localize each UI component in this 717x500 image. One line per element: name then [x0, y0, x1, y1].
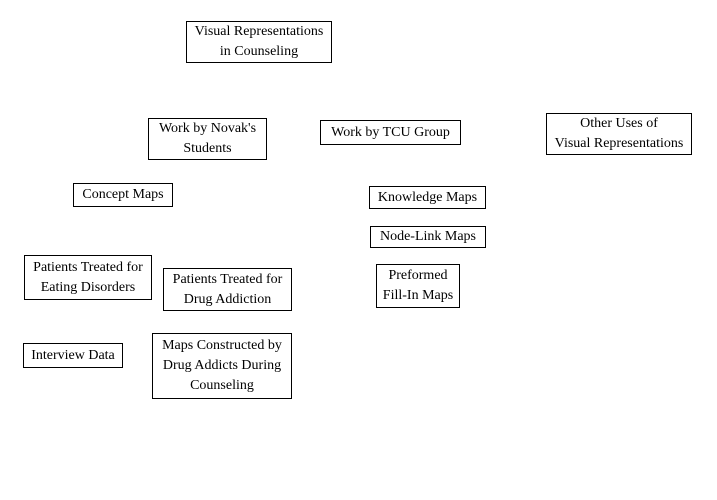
node-visual-representations: Visual Representations in Counseling [186, 21, 332, 63]
node-work-by-novaks-students: Work by Novak's Students [148, 118, 267, 160]
node-interview-data: Interview Data [23, 343, 123, 368]
node-preformed-fill-in-maps: Preformed Fill-In Maps [376, 264, 460, 308]
node-maps-constructed-by-addicts: Maps Constructed by Drug Addicts During … [152, 333, 292, 399]
node-patients-eating-disorders: Patients Treated for Eating Disorders [24, 255, 152, 300]
node-other-uses: Other Uses of Visual Representations [546, 113, 692, 155]
node-node-link-maps: Node-Link Maps [370, 226, 486, 248]
node-concept-maps: Concept Maps [73, 183, 173, 207]
node-work-by-tcu-group: Work by TCU Group [320, 120, 461, 145]
node-knowledge-maps: Knowledge Maps [369, 186, 486, 209]
node-patients-drug-addiction: Patients Treated for Drug Addiction [163, 268, 292, 311]
